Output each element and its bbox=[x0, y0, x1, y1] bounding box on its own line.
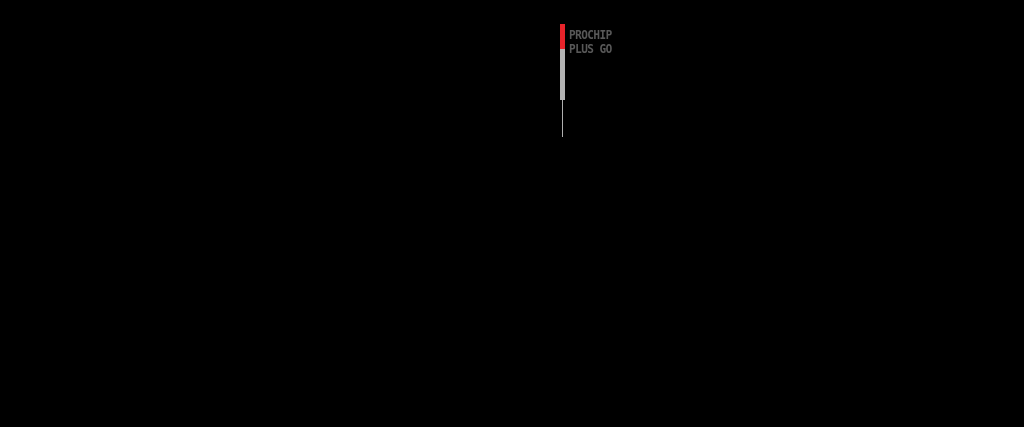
accent-bar-hairline-segment bbox=[562, 100, 563, 137]
wordmark-line-2: PLUS GO bbox=[569, 42, 612, 56]
accent-bar-gray-segment bbox=[560, 49, 565, 100]
accent-bar-red-segment bbox=[560, 24, 565, 49]
wordmark-line-1: PROCHIP bbox=[569, 28, 612, 42]
logo-accent-bar bbox=[560, 24, 565, 137]
logo-wordmark: PROCHIP PLUS GO bbox=[569, 29, 809, 56]
